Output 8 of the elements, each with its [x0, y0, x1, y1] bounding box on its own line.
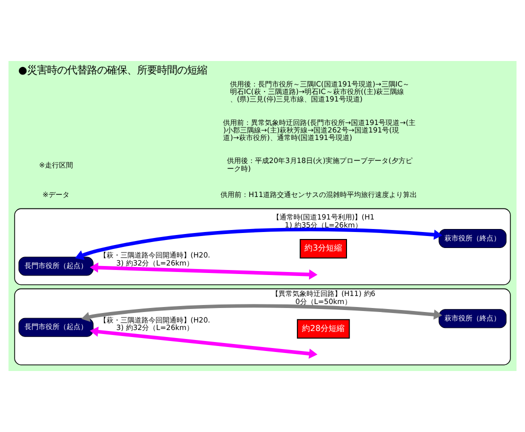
cluster — [14, 288, 511, 366]
node-box: 約28分短縮 — [296, 319, 350, 339]
cluster — [14, 208, 511, 286]
arrow — [90, 326, 318, 359]
arrow — [81, 304, 442, 322]
diagram-title: ●災害時の代替路の確保、所要時間の短縮 — [18, 64, 208, 76]
node-box: 約3分短縮 — [300, 238, 347, 258]
arrow — [90, 262, 318, 280]
